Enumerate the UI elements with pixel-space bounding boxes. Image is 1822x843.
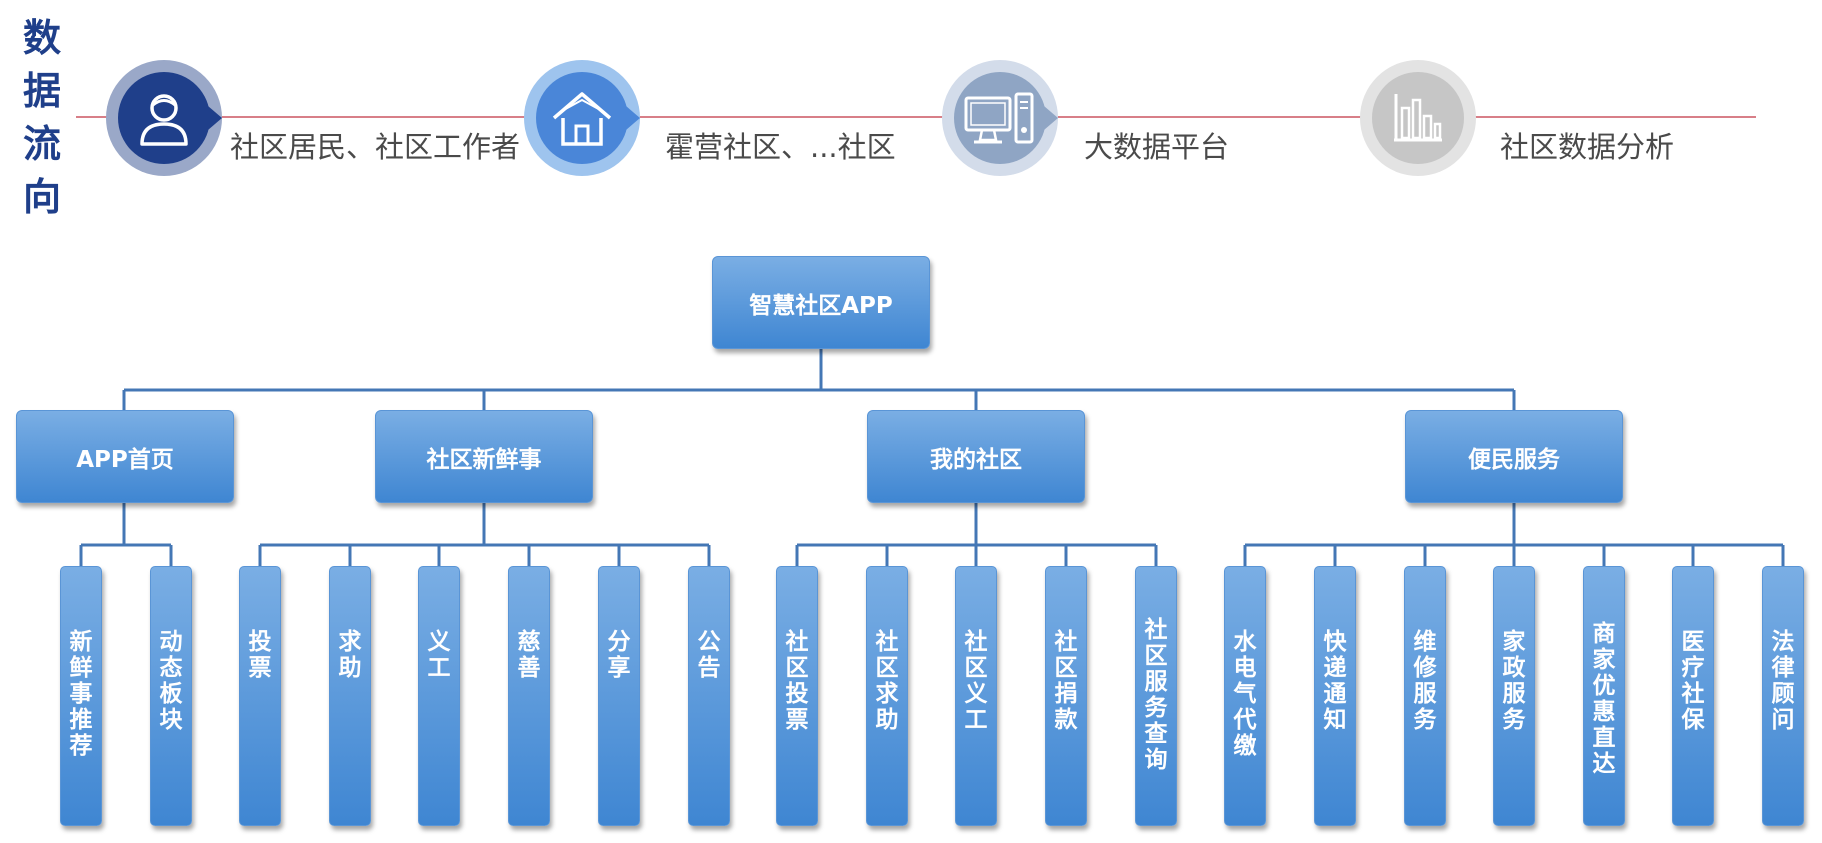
leaf-node: 家政服务 — [1493, 566, 1535, 826]
flow-pointer — [626, 106, 640, 130]
leaf-label: 家政服务 — [1502, 629, 1526, 733]
leaf-label: 公告 — [697, 629, 721, 681]
leaf-node: 投票 — [239, 566, 281, 826]
side-title-char: 据 — [22, 69, 61, 113]
leaf-node: 动态板块 — [150, 566, 192, 826]
leaf-label: 新鲜事推荐 — [69, 629, 93, 759]
leaf-label: 社区义工 — [964, 629, 988, 733]
flow-label-bigdata: 大数据平台 — [1084, 130, 1230, 164]
person-icon — [140, 94, 188, 146]
node-my-community: 我的社区 — [867, 410, 1085, 503]
leaf-label: 求助 — [338, 629, 362, 681]
leaf-label: 商家优惠直达 — [1592, 621, 1616, 777]
leaf-label: 社区投票 — [785, 629, 809, 733]
leaf-node: 公告 — [688, 566, 730, 826]
leaf-node: 社区求助 — [866, 566, 908, 826]
side-title-char: 向 — [22, 175, 61, 219]
bar-chart-icon — [1394, 94, 1442, 142]
root-node: 智慧社区APP — [712, 256, 930, 349]
flow-label-communities: 霍营社区、...社区 — [665, 130, 896, 164]
leaf-label: 水电气代缴 — [1233, 629, 1257, 759]
leaf-node: 医疗社保 — [1672, 566, 1714, 826]
leaf-node: 快递通知 — [1314, 566, 1356, 826]
flow-label-residents: 社区居民、社区工作者 — [230, 130, 521, 164]
leaf-node: 水电气代缴 — [1224, 566, 1266, 826]
leaf-label: 动态板块 — [159, 629, 183, 733]
leaf-label: 投票 — [248, 629, 272, 681]
flow-pointer — [1044, 106, 1058, 130]
computer-icon — [964, 92, 1034, 144]
leaf-label: 义工 — [427, 629, 451, 681]
leaf-label: 社区服务查询 — [1144, 617, 1168, 773]
leaf-label: 社区捐款 — [1054, 629, 1078, 733]
side-title-char: 流 — [22, 122, 61, 166]
leaf-node: 法律顾问 — [1762, 566, 1804, 826]
leaf-node: 社区捐款 — [1045, 566, 1087, 826]
leaf-node: 分享 — [598, 566, 640, 826]
leaf-node: 商家优惠直达 — [1583, 566, 1625, 826]
leaf-label: 快递通知 — [1323, 629, 1347, 733]
flow-step-residents — [106, 60, 222, 176]
leaf-node: 社区服务查询 — [1135, 566, 1177, 826]
flow-line — [76, 116, 1756, 118]
leaf-label: 法律顾问 — [1771, 629, 1795, 733]
leaf-node: 社区投票 — [776, 566, 818, 826]
node-app-home: APP首页 — [16, 410, 234, 503]
leaf-label: 医疗社保 — [1681, 629, 1705, 733]
leaf-node: 求助 — [329, 566, 371, 826]
flow-label-analysis: 社区数据分析 — [1500, 130, 1675, 164]
leaf-node: 社区义工 — [955, 566, 997, 826]
leaf-node: 慈善 — [508, 566, 550, 826]
leaf-node: 维修服务 — [1404, 566, 1446, 826]
leaf-label: 分享 — [607, 629, 631, 681]
flow-step-analysis — [1360, 60, 1476, 176]
leaf-node: 义工 — [418, 566, 460, 826]
leaf-label: 社区求助 — [875, 629, 899, 733]
flow-step-bigdata — [942, 60, 1058, 176]
leaf-node: 新鲜事推荐 — [60, 566, 102, 826]
leaf-label: 慈善 — [517, 629, 541, 681]
leaf-label: 维修服务 — [1413, 629, 1437, 733]
flow-step-communities — [524, 60, 640, 176]
node-convenience-services: 便民服务 — [1405, 410, 1623, 503]
side-title: 数 据 流 向 — [14, 12, 70, 224]
flow-pointer — [208, 106, 222, 130]
house-icon — [552, 92, 612, 146]
side-title-char: 数 — [22, 16, 61, 60]
node-community-news: 社区新鲜事 — [375, 410, 593, 503]
